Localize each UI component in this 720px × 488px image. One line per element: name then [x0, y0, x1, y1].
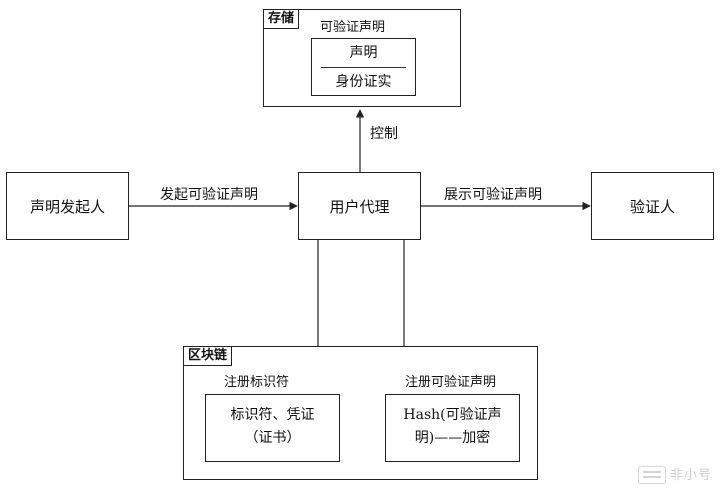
- label-register-identifier: 注册标识符: [224, 375, 290, 390]
- node-issuer: 声明发起人: [6, 172, 129, 240]
- credential-attestation: 身份证实: [335, 74, 392, 90]
- node-user-agent-label: 用户代理: [329, 197, 390, 216]
- credential-claim: 声明: [349, 45, 378, 61]
- watermark-icon: [637, 466, 666, 484]
- claim-hash-line1: Hash(可验证声: [403, 407, 502, 423]
- node-verifier: 验证人: [591, 172, 714, 240]
- claim-hash-record: [385, 394, 520, 462]
- blockchain-tag: 区块链: [183, 346, 233, 366]
- node-issuer-label: 声明发起人: [29, 197, 105, 216]
- label-register-claim: 注册可验证声明: [405, 375, 497, 390]
- label-present: 展示可验证声明: [444, 187, 542, 203]
- label-initiate: 发起可验证声明: [160, 187, 258, 203]
- label-control: 控制: [370, 126, 398, 142]
- identifier-record-line1: 标识符、凭证: [230, 407, 315, 423]
- watermark-text: 非小号: [669, 467, 712, 483]
- identifier-record-line2: （证书）: [244, 430, 301, 446]
- storage-tag: 存储: [263, 9, 300, 29]
- watermark-logo: 非小号: [637, 464, 712, 484]
- node-user-agent: 用户代理: [298, 172, 421, 240]
- credential-divider: [321, 67, 406, 68]
- identifier-record: [205, 394, 340, 462]
- claim-hash-line2: 明)——加密: [414, 430, 491, 446]
- node-verifier-label: 验证人: [629, 197, 675, 216]
- storage-title: 可验证声明: [320, 20, 386, 35]
